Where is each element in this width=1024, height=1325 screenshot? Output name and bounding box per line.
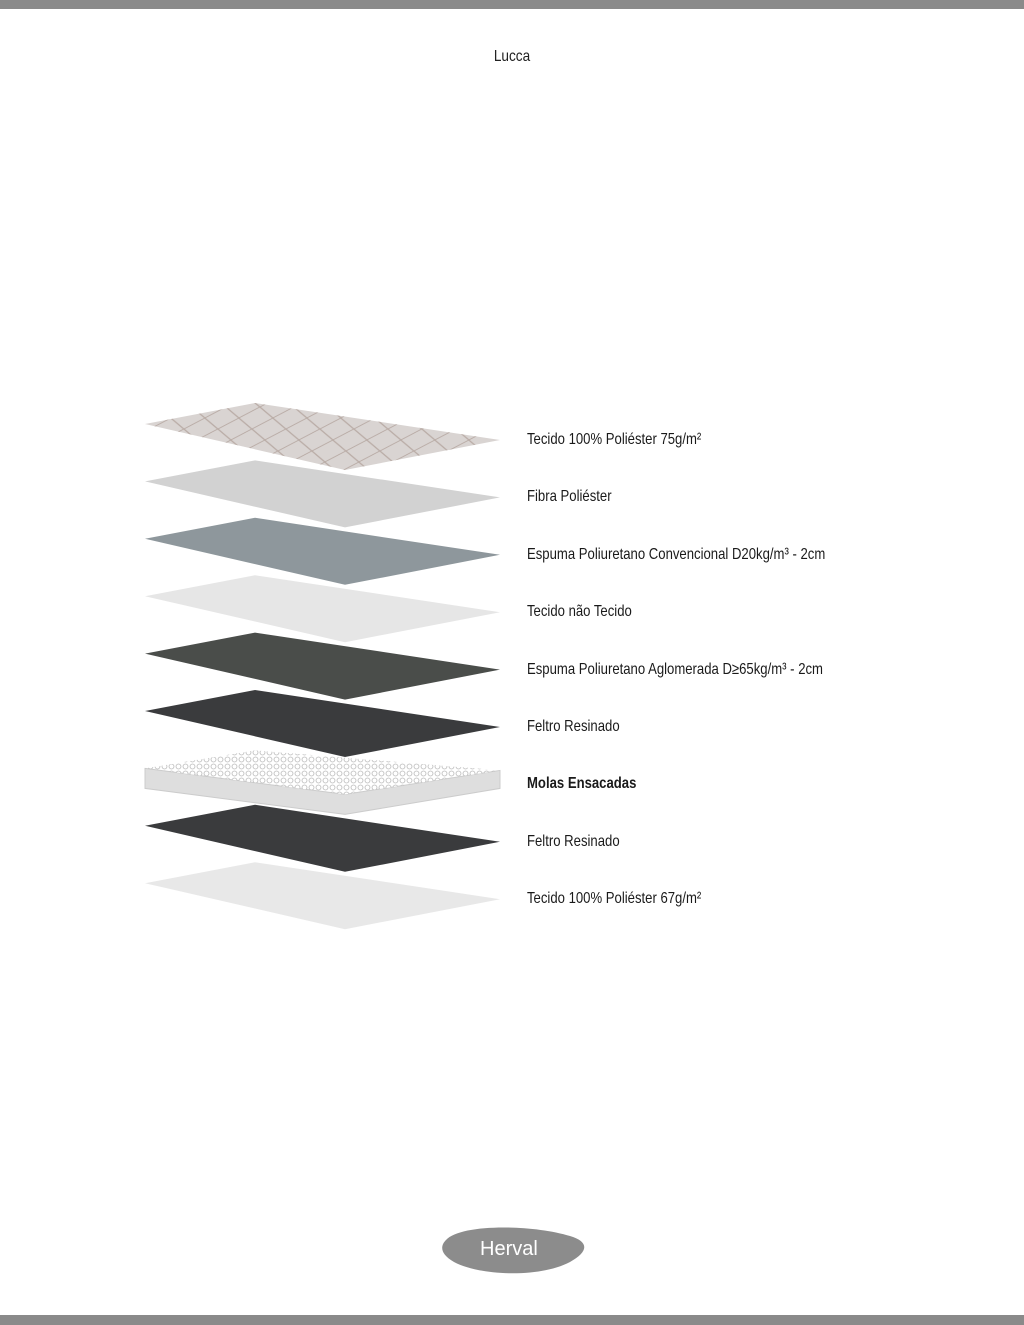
layer-5 — [145, 632, 500, 700]
layer-label: Feltro Resinado — [527, 718, 620, 735]
layer-label: Espuma Poliuretano Aglomerada D≥65kg/m³ … — [527, 660, 823, 678]
layer-label: Espuma Poliuretano Convencional D20kg/m³… — [527, 545, 826, 563]
layer-9 — [145, 862, 500, 930]
layer-7 — [144, 750, 501, 815]
layer-1 — [145, 403, 500, 470]
layer-3 — [145, 517, 500, 585]
layer-6 — [145, 690, 500, 757]
layer-label: Molas Ensacadas — [527, 775, 637, 793]
layer-label: Fibra Poliéster — [527, 488, 612, 506]
layer-label: Tecido não Tecido — [527, 603, 632, 621]
layer-8 — [145, 804, 500, 872]
logo-text: Herval — [480, 1238, 538, 1260]
bottom-border — [0, 1315, 1024, 1325]
herval-logo: Herval — [442, 1227, 585, 1274]
layer-2 — [145, 460, 500, 528]
layer-label: Tecido 100% Poliéster 67g/m² — [527, 890, 702, 908]
layer-label: Feltro Resinado — [527, 832, 620, 850]
page-title: Lucca — [493, 48, 531, 65]
top-border — [0, 0, 1024, 9]
layer-label: Tecido 100% Poliéster 75g/m² — [527, 431, 702, 448]
layer-4 — [145, 575, 500, 643]
